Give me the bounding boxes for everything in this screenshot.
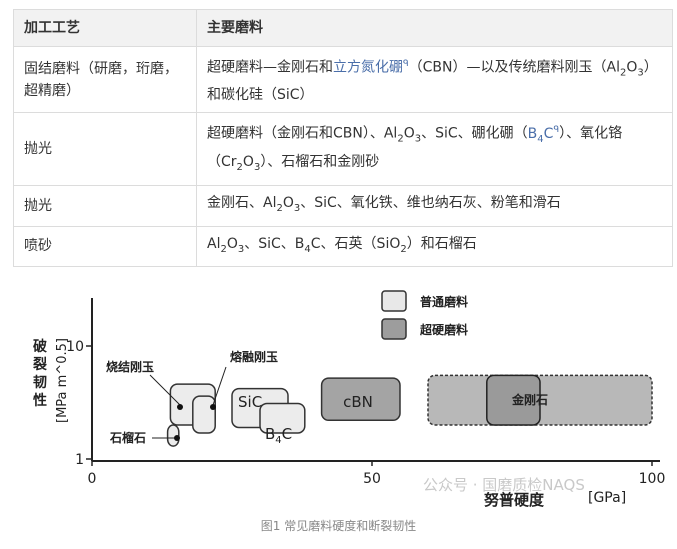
y-label-char: 破 xyxy=(33,338,47,355)
label-sintered-corundum: 烧结刚玉 xyxy=(106,359,154,374)
legend-swatch-conventional xyxy=(381,290,407,312)
marker-dot xyxy=(210,404,216,410)
b4c-link[interactable]: B4C xyxy=(527,126,554,145)
legend-label-conventional: 普通磨料 xyxy=(420,294,468,309)
process-cell: 固结磨料（研磨，珩磨，超精磨） xyxy=(13,45,197,114)
region-B4C xyxy=(259,402,306,434)
leader-line xyxy=(149,374,181,406)
x-label-unit: [GPa] xyxy=(588,490,626,506)
process-cell: 抛光 xyxy=(13,112,197,186)
legend-label-superhard: 超硬磨料 xyxy=(419,322,468,337)
marker-dot xyxy=(174,435,180,441)
table-row: 抛光 金刚石、Al2O3、SiC、氧化铁、维也纳石灰、粉笔和滑石 xyxy=(13,184,673,227)
y-label-char: 性 xyxy=(33,392,47,409)
x-tick-label: 100 xyxy=(639,471,666,487)
abrasive-table: 加工工艺 主要磨料 固结磨料（研磨，珩磨，超精磨） 超硬磨料—金刚石和立方氮化硼… xyxy=(13,9,673,268)
figure-caption: 图1 常见磨料硬度和断裂韧性 xyxy=(260,519,417,533)
y-label-char: 裂 xyxy=(32,356,47,373)
table-header-row: 加工工艺 主要磨料 xyxy=(13,9,673,47)
search-icon[interactable]: ᑫ xyxy=(403,59,409,69)
region-diamond-core xyxy=(486,374,541,426)
search-icon[interactable]: ᑫ xyxy=(553,125,560,136)
table-row: 喷砂 Al2O3、SiC、B4C、石英（SiO2）和石榴石 xyxy=(13,225,673,268)
header-abrasive: 主要磨料 xyxy=(196,9,673,47)
watermark: 公众号 · 国磨质检NAQS xyxy=(423,476,585,494)
leader-line xyxy=(212,366,227,406)
y-label-char: 韧 xyxy=(33,374,47,391)
label-fused-corundum: 熔融刚玉 xyxy=(230,349,278,364)
x-label: 努普硬度 xyxy=(484,491,545,509)
abrasive-cell: 金刚石、Al2O3、SiC、氧化铁、维也纳石灰、粉笔和滑石 xyxy=(196,184,673,227)
region-熔融刚玉 xyxy=(192,395,216,434)
label-b4c: B4C xyxy=(265,425,292,446)
abrasive-cell: 超硬磨料（金刚石和CBN）、Al2O3、SiC、硼化硼（B4Cᑫ）、氧化铬（Cr… xyxy=(196,112,673,186)
label-diamond: 金刚石 xyxy=(511,392,548,407)
process-cell: 喷砂 xyxy=(13,225,197,268)
hardness-toughness-chart: 0 50 100 10 1 破 裂 韧 性 [MPa m^0.5] 努普硬度 [… xyxy=(32,290,666,509)
table-row: 抛光 超硬磨料（金刚石和CBN）、Al2O3、SiC、硼化硼（B4Cᑫ）、氧化铬… xyxy=(13,112,673,186)
y-tick-label: 1 xyxy=(75,452,84,468)
table-row: 固结磨料（研磨，珩磨，超精磨） 超硬磨料—金刚石和立方氮化硼ᑫ（CBN）—以及传… xyxy=(13,45,673,114)
y-tick-label: 10 xyxy=(66,339,84,355)
x-tick-label: 50 xyxy=(363,471,381,487)
y-label-unit: [MPa m^0.5] xyxy=(55,338,70,423)
x-tick-label: 0 xyxy=(88,471,97,487)
label-garnet: 石榴石 xyxy=(109,430,146,445)
abrasive-cell: 超硬磨料—金刚石和立方氮化硼ᑫ（CBN）—以及传统磨料刚玉（Al2O3）和碳化硅… xyxy=(196,45,673,114)
cbn-link[interactable]: 立方氮化硼 xyxy=(333,59,403,76)
header-process: 加工工艺 xyxy=(13,9,197,47)
label-cbn: cBN xyxy=(343,393,373,411)
region-石榴石 xyxy=(166,424,180,447)
label-sic: SiC xyxy=(238,393,262,411)
abrasive-cell: Al2O3、SiC、B4C、石英（SiO2）和石榴石 xyxy=(196,225,673,268)
region-cBN xyxy=(320,377,401,422)
marker-dot xyxy=(177,404,183,410)
legend-swatch-superhard xyxy=(381,318,407,340)
process-cell: 抛光 xyxy=(13,184,197,227)
